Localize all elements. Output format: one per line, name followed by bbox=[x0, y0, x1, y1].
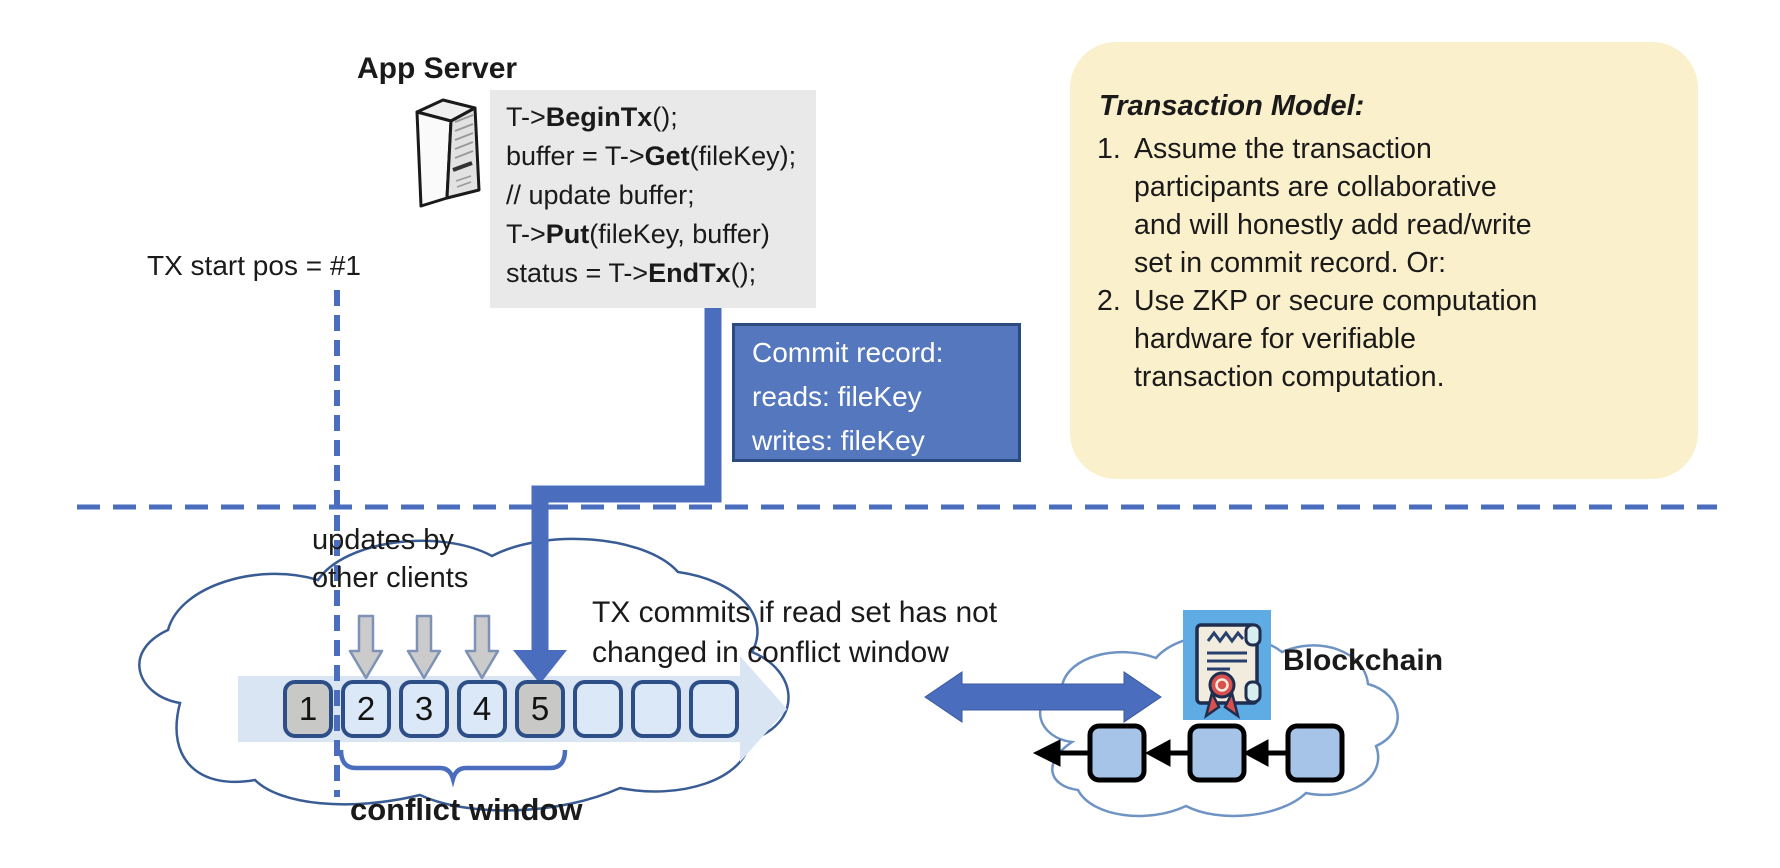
item-text: Use ZKP or secure computation hardware f… bbox=[1134, 285, 1538, 393]
chain-arrowhead bbox=[1242, 739, 1269, 767]
ledger-block-2: 2 bbox=[341, 680, 391, 738]
conflict-window-brace bbox=[338, 749, 568, 788]
code-line: buffer = T->Get(fileKey); bbox=[506, 141, 797, 171]
transaction-model-note: Transaction Model: 1. Assume the transac… bbox=[1070, 42, 1698, 479]
update-arrow-icon bbox=[406, 614, 442, 680]
code-line: status = T->EndTx(); bbox=[506, 258, 757, 288]
chain-block bbox=[1285, 723, 1345, 783]
ledger-block-4: 4 bbox=[457, 680, 507, 738]
sync-double-arrow bbox=[924, 671, 1162, 723]
item-number: 2. bbox=[1097, 285, 1121, 317]
tx-start-pos-label: TX start pos = #1 bbox=[147, 250, 361, 281]
commit-record-box: Commit record: reads: fileKey writes: fi… bbox=[732, 323, 1021, 462]
blockchain-cloud-outline bbox=[1038, 633, 1399, 818]
code-line: T->BeginTx(); bbox=[506, 102, 678, 132]
chain-arrowhead bbox=[1032, 739, 1061, 767]
server-icon bbox=[415, 98, 481, 208]
tx-commit-condition-label: TX commits if read set has not changed i… bbox=[592, 596, 998, 669]
commit-elbow-arrow bbox=[531, 303, 722, 653]
item-number: 1. bbox=[1097, 133, 1121, 165]
chain-arrowhead bbox=[1144, 739, 1171, 767]
ledger-block-1: 1 bbox=[283, 680, 333, 738]
conflict-window-label: conflict window bbox=[350, 792, 583, 827]
chain-links bbox=[1032, 723, 1345, 783]
transaction-model-title: Transaction Model: bbox=[1099, 90, 1365, 122]
updates-by-clients-label: updates by other clients bbox=[312, 524, 469, 594]
ledger-block-8 bbox=[689, 680, 739, 738]
commit-record-reads: reads: fileKey bbox=[752, 381, 922, 412]
commit-elbow-arrowhead bbox=[513, 650, 567, 684]
commit-record-writes: writes: fileKey bbox=[752, 425, 925, 456]
item-text: Assume the transaction participants are … bbox=[1134, 133, 1532, 279]
transaction-model-item: 1. Assume the transaction participants a… bbox=[1097, 130, 1668, 282]
code-line: T->Put(fileKey, buffer) bbox=[506, 219, 770, 249]
transaction-model-item: 2. Use ZKP or secure computation hardwar… bbox=[1097, 282, 1668, 396]
blockchain-label: Blockchain bbox=[1283, 644, 1444, 677]
ledger-block-6 bbox=[573, 680, 623, 738]
ledger-block-7 bbox=[631, 680, 681, 738]
certificate-icon bbox=[1183, 610, 1271, 720]
ledger-block-3: 3 bbox=[399, 680, 449, 738]
transaction-code-box: T->BeginTx(); buffer = T->Get(fileKey); … bbox=[490, 90, 816, 308]
update-arrow-icon bbox=[464, 614, 500, 680]
code-line: // update buffer; bbox=[506, 180, 695, 210]
app-server-title: App Server bbox=[357, 52, 518, 85]
commit-record-title: Commit record: bbox=[752, 337, 944, 368]
ledger-block-5: 5 bbox=[515, 680, 565, 738]
update-arrow-icon bbox=[348, 614, 384, 680]
chain-block bbox=[1187, 723, 1247, 783]
ledger-cloud-outline bbox=[138, 537, 790, 812]
chain-block bbox=[1087, 723, 1147, 783]
